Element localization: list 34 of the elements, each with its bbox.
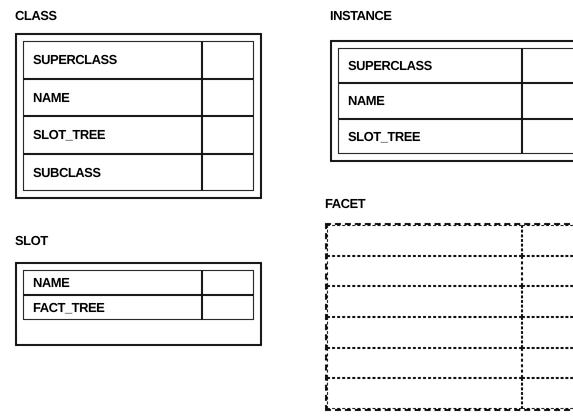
value-slot bbox=[202, 78, 254, 116]
field-label: SLOT_TREE bbox=[23, 116, 202, 154]
value-slot bbox=[202, 116, 254, 154]
value-slot bbox=[522, 83, 573, 119]
table-title: SLOT bbox=[15, 233, 48, 248]
value-slot bbox=[522, 286, 573, 317]
value-slot bbox=[202, 295, 254, 320]
value-slot bbox=[327, 286, 522, 317]
value-slot bbox=[522, 348, 573, 378]
field-label: NAME bbox=[338, 83, 522, 119]
table-title: FACET bbox=[325, 196, 366, 211]
field-label: SLOT_TREE bbox=[338, 118, 522, 154]
table-title: INSTANCE bbox=[330, 8, 392, 23]
field-label: FACT_TREE bbox=[23, 295, 202, 320]
value-slot bbox=[202, 154, 254, 191]
value-slot bbox=[202, 41, 254, 78]
value-slot bbox=[522, 225, 573, 256]
field-label: SUPERCLASS bbox=[23, 41, 202, 78]
field-label: SUBCLASS bbox=[23, 154, 202, 191]
table-title: CLASS bbox=[15, 8, 57, 23]
value-slot bbox=[327, 317, 522, 348]
field-label: NAME bbox=[23, 270, 202, 295]
field-label: SUPERCLASS bbox=[338, 48, 522, 84]
value-slot bbox=[327, 378, 522, 409]
value-slot bbox=[202, 270, 254, 295]
value-slot bbox=[522, 48, 573, 84]
value-slot bbox=[522, 118, 573, 154]
value-slot bbox=[327, 225, 522, 256]
value-slot bbox=[522, 256, 573, 286]
field-label: NAME bbox=[23, 78, 202, 116]
value-slot bbox=[327, 256, 522, 286]
value-slot bbox=[522, 378, 573, 409]
value-slot bbox=[327, 348, 522, 378]
value-slot bbox=[522, 317, 573, 348]
